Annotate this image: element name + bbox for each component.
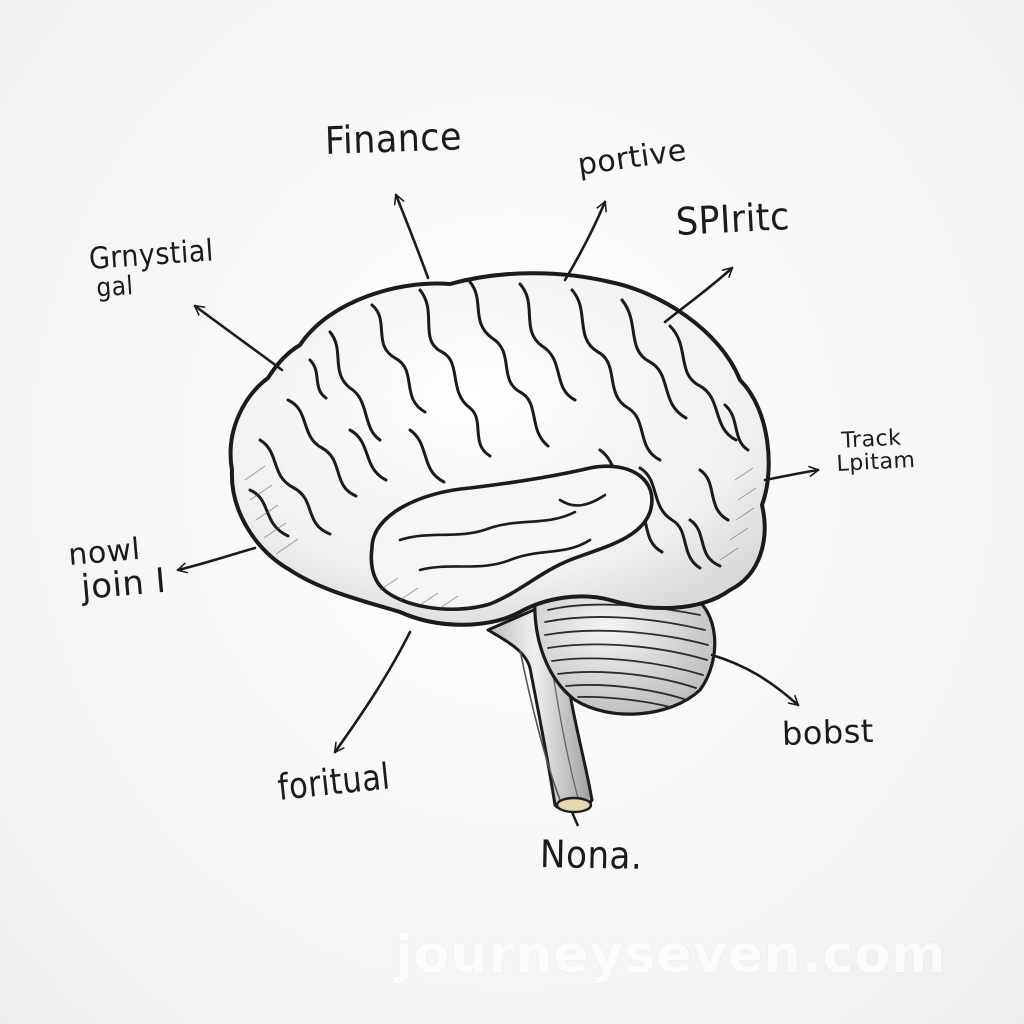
arrow-nowl bbox=[176, 546, 257, 574]
label-finance: Finance bbox=[324, 114, 463, 163]
label-spiritc: SPIritc bbox=[674, 194, 791, 244]
label-track: Track Lpitam bbox=[835, 426, 917, 478]
label-nowl: nowl join I bbox=[67, 532, 168, 608]
arrow-spiritc bbox=[663, 266, 734, 324]
arrow-finance bbox=[393, 193, 430, 280]
brain-stem bbox=[486, 603, 594, 827]
arrow-bobst bbox=[710, 653, 800, 707]
label-nowl-line2: join I bbox=[79, 560, 168, 608]
arrows bbox=[176, 193, 820, 754]
label-nona: Nona. bbox=[539, 832, 643, 878]
arrow-forit bbox=[333, 630, 412, 754]
cerebellum bbox=[533, 580, 717, 716]
watermark: journeyseven.com bbox=[395, 925, 947, 985]
arrow-grystal bbox=[193, 304, 284, 372]
label-grystal: Grnystial gal bbox=[87, 233, 217, 303]
label-grystal-line1: Grnystial bbox=[87, 233, 215, 277]
cerebrum bbox=[228, 271, 771, 627]
label-bobst: bobst bbox=[781, 711, 875, 753]
arrow-portive bbox=[563, 200, 607, 282]
label-track-line2: Lpitam bbox=[835, 447, 917, 478]
arrow-track bbox=[763, 465, 820, 482]
